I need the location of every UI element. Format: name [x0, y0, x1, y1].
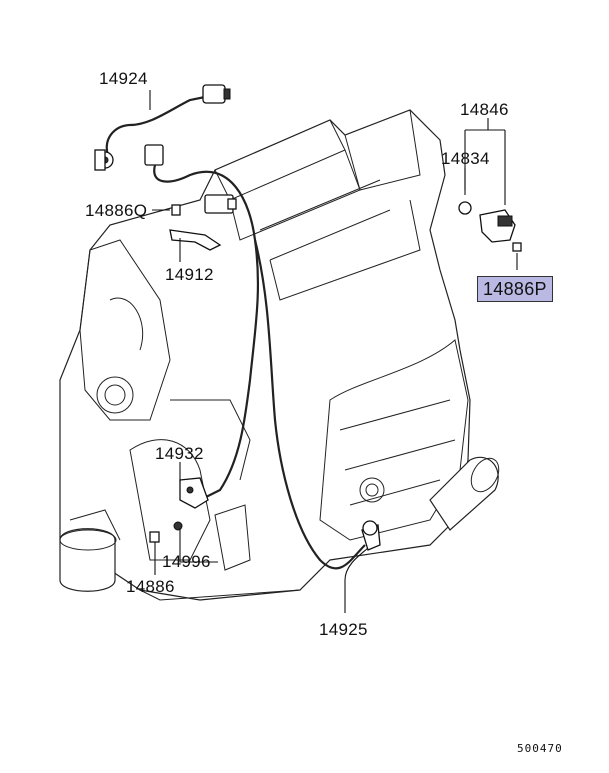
bolts [149, 204, 522, 543]
main-wiring-harness [144, 144, 381, 570]
label-14996: 14996 [162, 552, 211, 571]
label-14846: 14846 [460, 100, 509, 119]
part-14924-harness [94, 84, 231, 171]
engine-block [59, 109, 500, 601]
diagram-code: 500470 [517, 742, 563, 755]
label-14886P-highlighted: 14886P [477, 276, 553, 302]
part-14846-sensor [458, 201, 516, 243]
label-14912: 14912 [165, 265, 214, 284]
label-14932: 14932 [155, 444, 204, 463]
leader-lines [149, 90, 518, 613]
label-14886Q: 14886Q [85, 201, 148, 220]
label-14925: 14925 [319, 620, 368, 639]
label-14834: 14834 [441, 149, 490, 168]
label-14924: 14924 [99, 69, 148, 88]
label-14886: 14886 [126, 577, 175, 596]
